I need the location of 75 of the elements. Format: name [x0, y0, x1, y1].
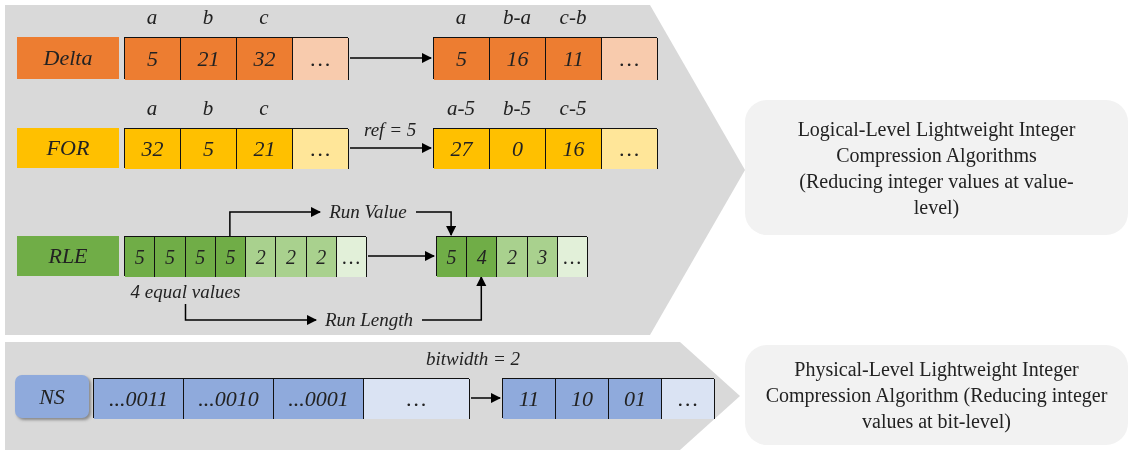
array-outline	[124, 128, 348, 168]
arrow	[367, 250, 436, 262]
array-cell: 21	[237, 129, 293, 169]
array-cell: 5	[125, 38, 181, 80]
array-outline	[124, 236, 366, 276]
column-header: c	[258, 5, 270, 30]
array-cell: …	[602, 38, 658, 80]
array-outline	[433, 37, 657, 79]
array-cell: 01	[609, 379, 662, 419]
array-cell: 3	[527, 237, 558, 277]
array-cell: 0	[490, 129, 546, 169]
array-outline	[124, 37, 348, 79]
array-cell: 11	[503, 379, 556, 419]
array-cell: 5	[125, 237, 156, 277]
column-header: c	[258, 96, 270, 121]
annotation-text: 4 equal values	[118, 280, 253, 304]
column-header: a	[454, 5, 468, 30]
annotation-text: Run Length	[318, 308, 420, 332]
array-cell: …	[602, 129, 658, 169]
arrow	[349, 142, 433, 154]
edge-label: ref = 5	[362, 119, 419, 141]
array-cell: …	[364, 379, 470, 419]
array-cell: 2	[306, 237, 337, 277]
array-cell: 21	[181, 38, 237, 80]
array-cell: 2	[246, 237, 277, 277]
annotation-text: Run Value	[322, 200, 414, 224]
array-cell: ...0011	[94, 379, 184, 419]
method-label: Delta	[17, 37, 119, 79]
array-cell: 10	[556, 379, 609, 419]
array-cell: 2	[497, 237, 528, 277]
array-cell: …	[557, 237, 588, 277]
array-cell: 32	[125, 129, 181, 169]
array-cell: 5	[437, 237, 468, 277]
array-cell: 5	[434, 38, 490, 80]
array-cell: 2	[276, 237, 307, 277]
arrow	[470, 392, 502, 404]
array-cell: …	[293, 129, 349, 169]
array-cell: 5	[181, 129, 237, 169]
column-header: a	[145, 96, 159, 121]
description-box: Logical-Level Lightweight Integer Compression Algorithms (Reducing integer values at value-level)	[745, 100, 1128, 235]
arrow	[184, 303, 318, 326]
array-cell: 5	[215, 237, 246, 277]
array-outline	[502, 378, 714, 418]
method-label: RLE	[17, 236, 119, 276]
arrow	[415, 211, 457, 237]
array-cell: 16	[546, 129, 602, 169]
array-cell: ...0010	[184, 379, 274, 419]
arrow	[349, 52, 433, 64]
array-outline	[93, 378, 469, 418]
column-header: a-5	[446, 96, 476, 121]
column-header: a	[145, 5, 159, 30]
array-cell: 11	[546, 38, 602, 80]
array-cell: 5	[185, 237, 216, 277]
array-cell: 32	[237, 38, 293, 80]
array-cell: 5	[155, 237, 186, 277]
column-header: c-b	[558, 5, 588, 30]
method-label: NS	[15, 375, 89, 418]
description-box: Physical-Level Lightweight Integer Compression Algorithm (Reducing integer values at bit-level)	[745, 345, 1128, 445]
array-cell: …	[293, 38, 349, 80]
arrow	[421, 275, 487, 321]
method-label: FOR	[17, 128, 119, 168]
column-header: b	[201, 96, 215, 121]
column-header: b-5	[502, 96, 532, 121]
array-cell: …	[662, 379, 715, 419]
array-cell: 4	[467, 237, 498, 277]
column-header: b	[201, 5, 215, 30]
array-cell: 27	[434, 129, 490, 169]
array-outline	[436, 236, 587, 276]
array-cell: …	[336, 237, 367, 277]
column-header: b-a	[502, 5, 532, 30]
array-cell: 16	[490, 38, 546, 80]
array-outline	[433, 128, 657, 168]
column-header: c-5	[558, 96, 588, 121]
arrow	[229, 206, 322, 237]
array-cell: ...0001	[274, 379, 364, 419]
